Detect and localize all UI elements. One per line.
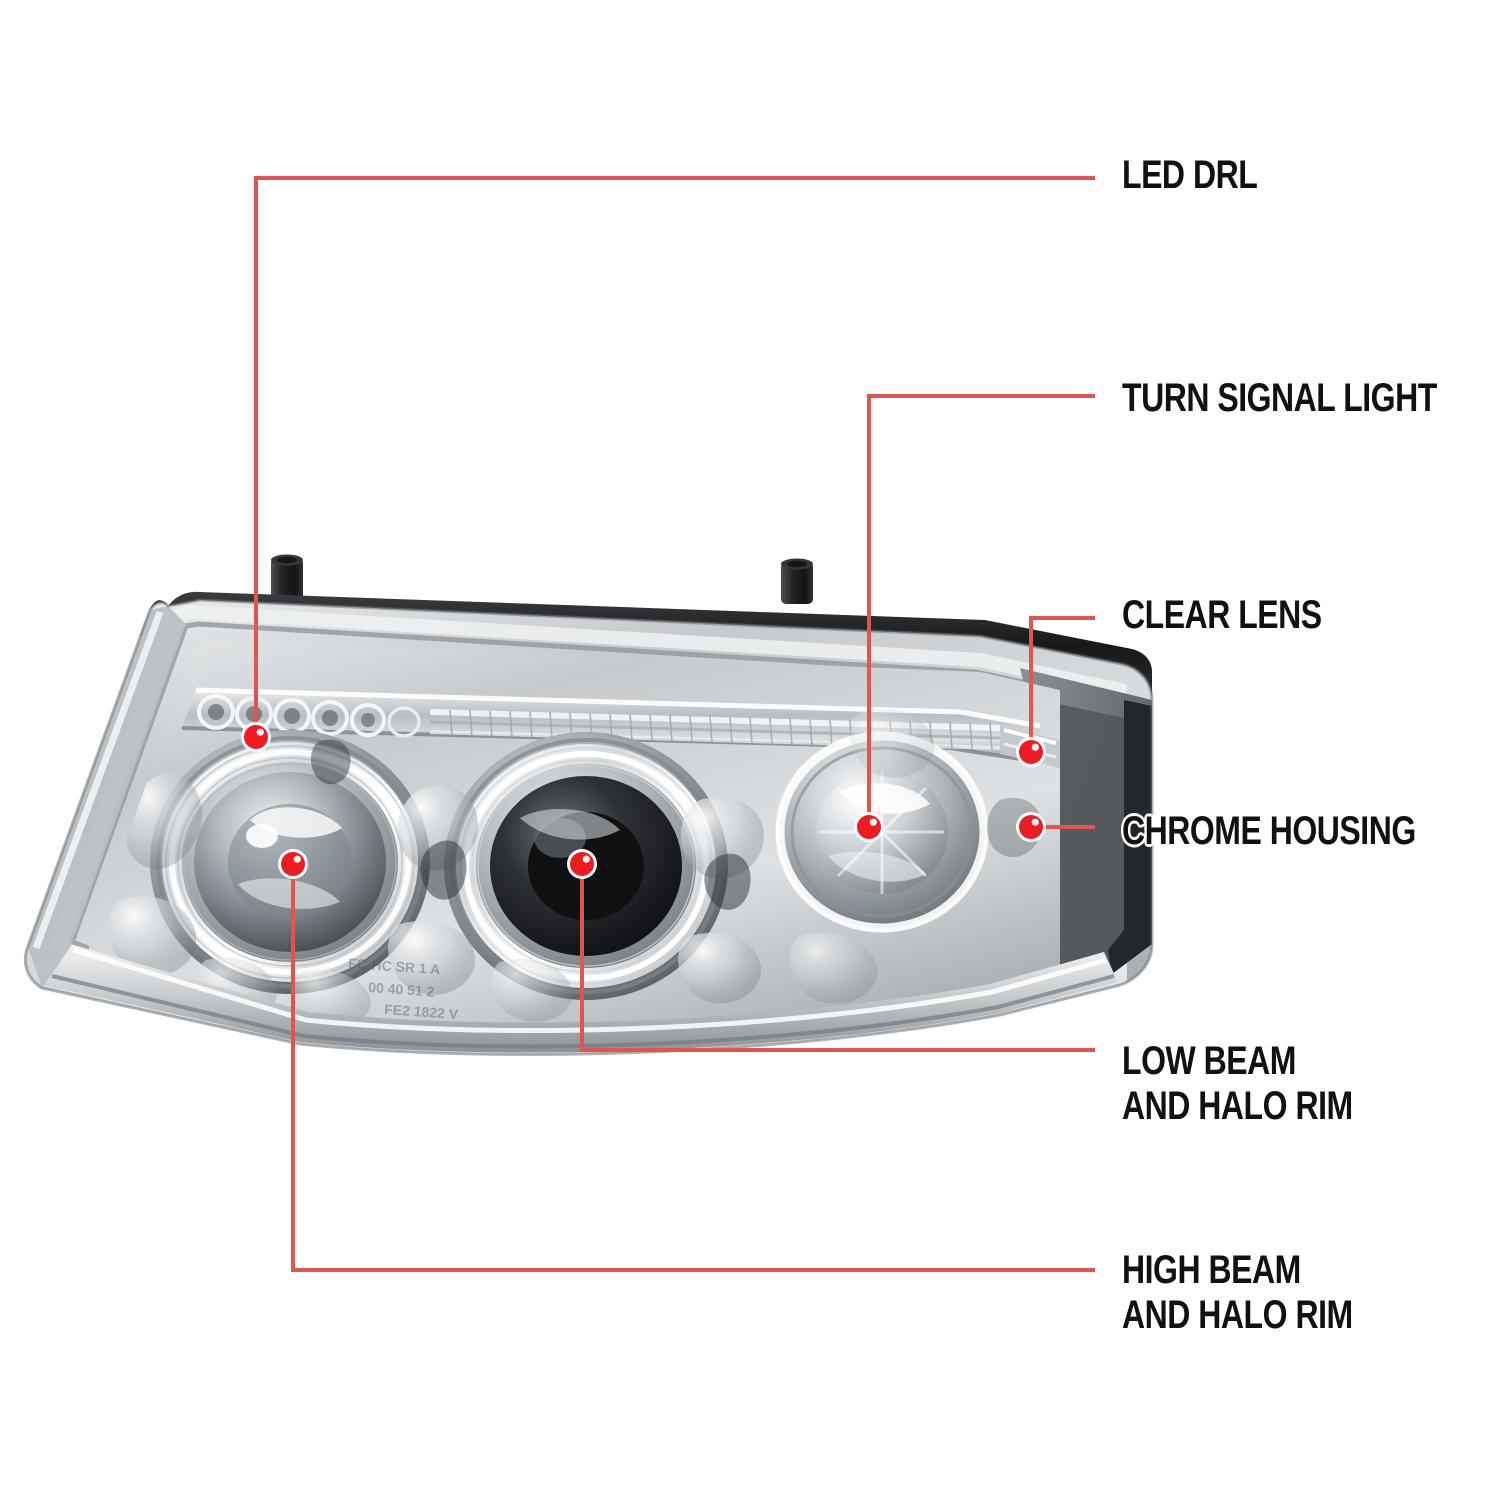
callout-dot-chrome-housing[interactable] xyxy=(1016,812,1046,842)
chrome-reflector-facets xyxy=(107,708,935,1028)
leader-line-clear-lens xyxy=(1029,616,1095,752)
leader-line-turn-signal-light xyxy=(867,394,1095,827)
headlight-body: FC-HC SR 1 A 00 40 51 2 FE2 1822 V 2 4 3… xyxy=(25,600,1153,1055)
callout-dot-low-beam-and-halo-rim[interactable] xyxy=(567,849,597,879)
leader-line-high-beam-and-halo-rim xyxy=(291,864,1095,1272)
mounting-post-left xyxy=(271,554,303,600)
leader-line-led-drl xyxy=(254,176,1095,737)
led-drl-strip xyxy=(181,687,1060,768)
callout-dot-led-drl[interactable] xyxy=(241,722,271,752)
callout-dot-high-beam-and-halo-rim[interactable] xyxy=(278,849,308,879)
mounting-post-right xyxy=(781,558,813,604)
callout-dot-clear-lens[interactable] xyxy=(1016,737,1046,767)
callout-dot-turn-signal-light[interactable] xyxy=(854,812,884,842)
lens-molded-text: FC-HC SR 1 A 00 40 51 2 FE2 1822 V 2 4 3… xyxy=(348,955,460,1022)
bottom-lip xyxy=(40,944,1118,1053)
svg-text:00 40 51 2: 00 40 51 2 xyxy=(368,979,435,1000)
svg-text:FC-HC SR 1 A: FC-HC SR 1 A xyxy=(348,955,441,977)
svg-text:FE2 1822 V: FE2 1822 V xyxy=(384,1001,460,1022)
leader-line-low-beam-and-halo-rim xyxy=(580,864,1095,1052)
